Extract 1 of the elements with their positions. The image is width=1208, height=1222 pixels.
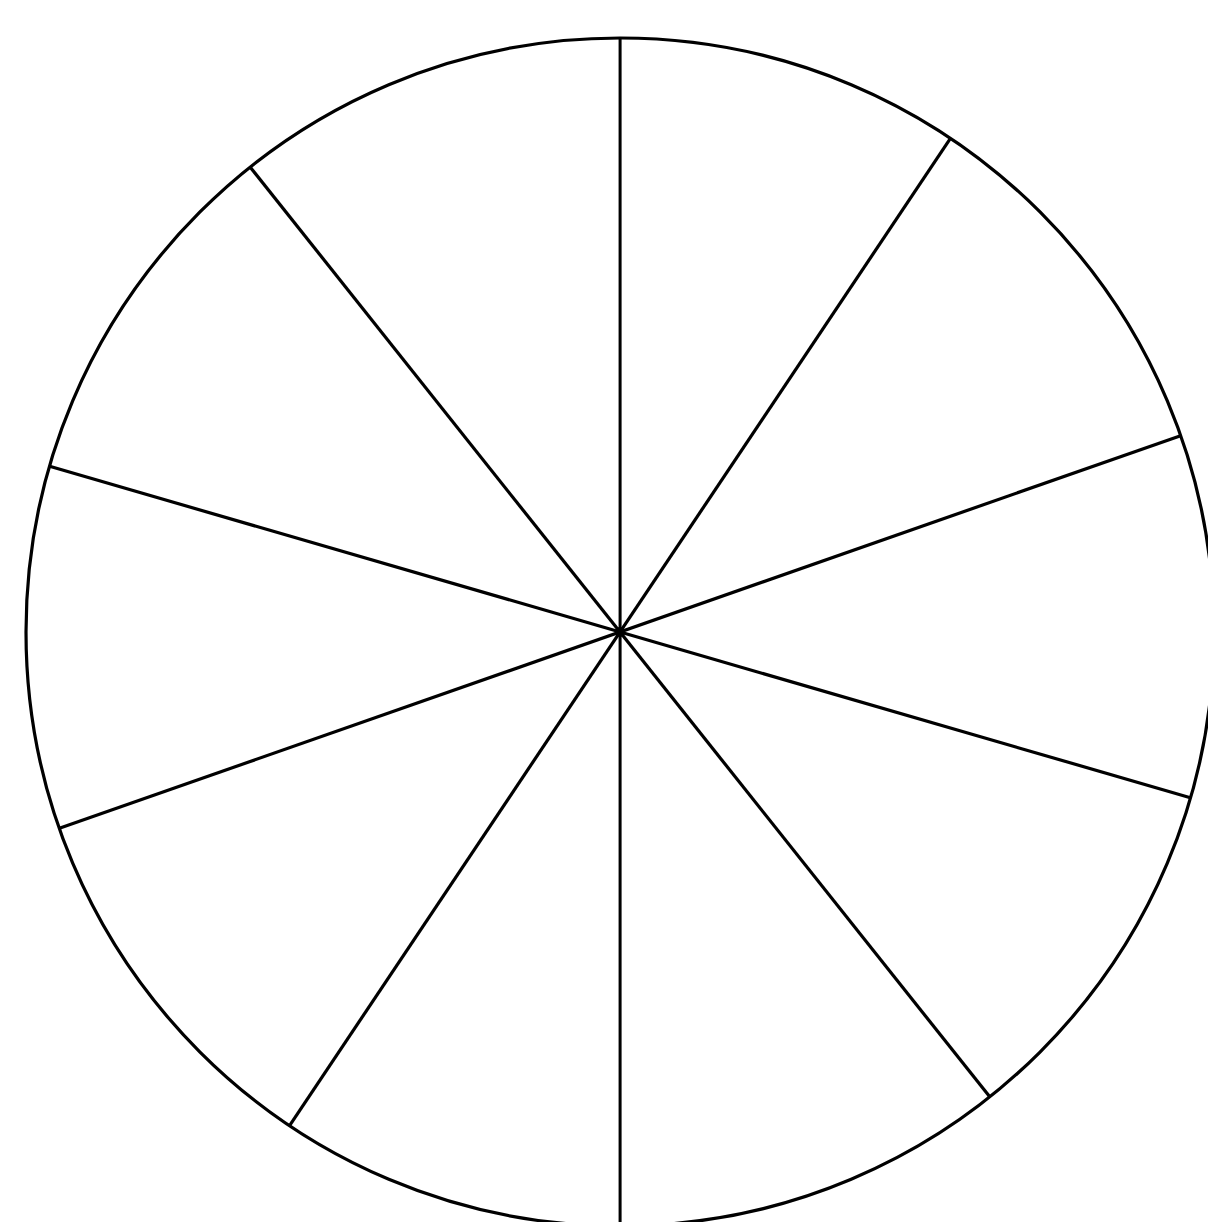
divided-circle-drawing xyxy=(24,36,1208,1222)
